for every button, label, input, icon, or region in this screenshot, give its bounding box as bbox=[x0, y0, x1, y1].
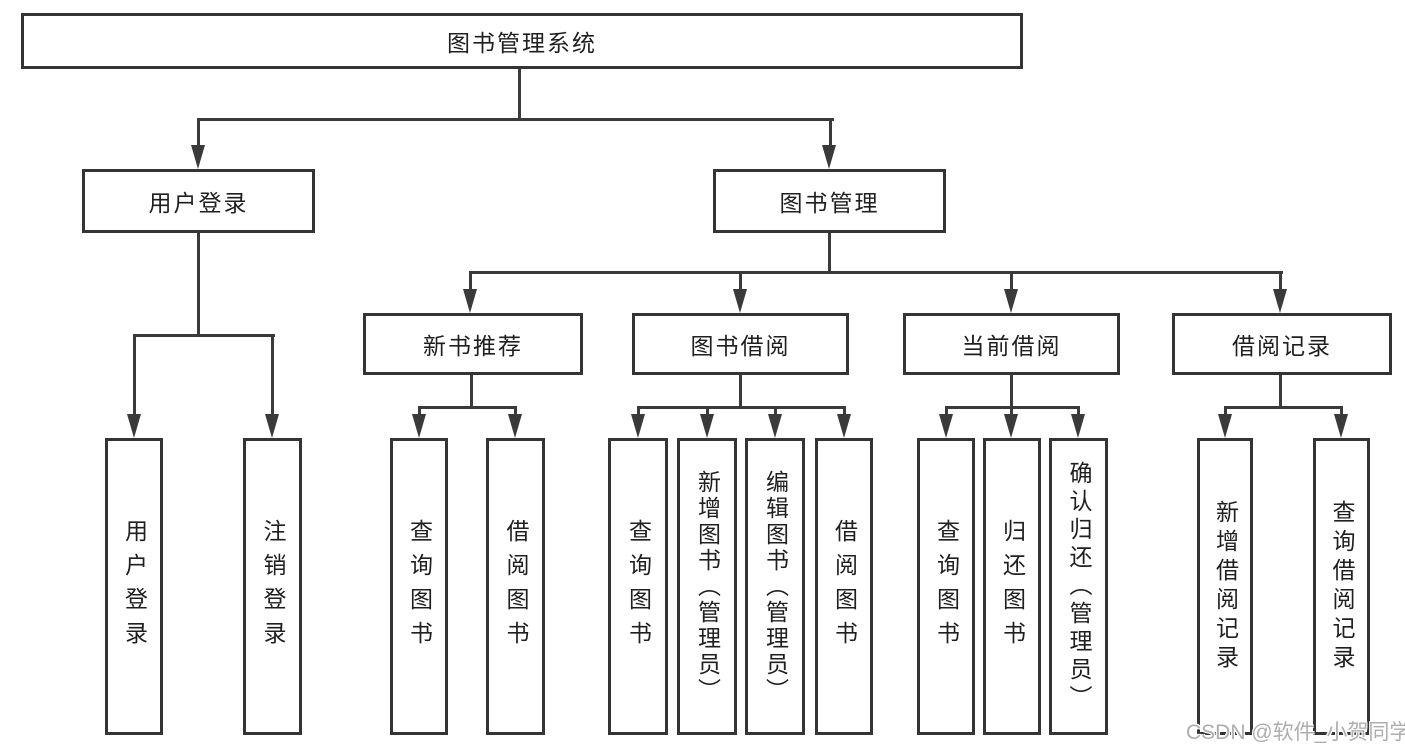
node-current-borrow-label: 当前借阅 bbox=[961, 333, 1062, 359]
leaf-query-book-2-label: 查询图书 bbox=[625, 518, 652, 655]
arrow-down-icon bbox=[700, 414, 714, 438]
leaf-user-login-label: 用户登录 bbox=[121, 518, 148, 655]
leaf-edit-book-admin: 编辑图书（管理员） bbox=[745, 438, 805, 735]
connector-current-vertical bbox=[1010, 374, 1013, 408]
connector-newbook-stub bbox=[514, 408, 517, 417]
node-root-label: 图书管理系统 bbox=[447, 30, 597, 56]
leaf-query-book-1-label: 查询图书 bbox=[406, 518, 433, 655]
arrow-down-icon bbox=[1004, 289, 1018, 313]
node-borrow-records-label: 借阅记录 bbox=[1232, 333, 1332, 359]
leaf-return-book: 归还图书 bbox=[983, 438, 1041, 735]
connector-userlogin-vertical bbox=[197, 233, 200, 336]
arrow-down-icon bbox=[412, 414, 426, 438]
leaf-query-book-3: 查询图书 bbox=[917, 438, 975, 735]
arrow-down-icon bbox=[733, 289, 747, 313]
arrow-down-icon bbox=[265, 414, 279, 438]
connector-bookmgmt-stub bbox=[469, 273, 472, 291]
node-book-borrow: 图书借阅 bbox=[632, 313, 849, 375]
connector-current-stub bbox=[1010, 408, 1013, 417]
connector-bookmgmt-stub bbox=[739, 273, 742, 291]
connector-bookmgmt-stub bbox=[1279, 273, 1282, 291]
arrow-down-icon bbox=[837, 414, 851, 438]
arrow-down-icon bbox=[463, 289, 477, 313]
leaf-query-book-3-label: 查询图书 bbox=[933, 518, 960, 655]
connector-root-left-stub bbox=[197, 120, 200, 148]
leaf-confirm-return-admin: 确认归还（管理员） bbox=[1049, 438, 1108, 735]
leaf-borrow-book-1: 借阅图书 bbox=[486, 438, 545, 735]
connector-userlogin-horizontal bbox=[133, 334, 275, 337]
leaf-logout: 注销登录 bbox=[243, 438, 302, 735]
arrow-down-icon bbox=[508, 414, 522, 438]
connector-current-stub bbox=[945, 408, 948, 417]
arrow-down-icon bbox=[939, 414, 953, 438]
leaf-user-login: 用户登录 bbox=[105, 438, 163, 735]
arrow-down-icon bbox=[127, 414, 141, 438]
leaf-query-borrow-record-label: 查询借阅记录 bbox=[1329, 499, 1355, 674]
node-user-login: 用户登录 bbox=[82, 169, 315, 233]
connector-root-horizontal bbox=[197, 118, 834, 121]
connector-newbook-stub bbox=[418, 408, 421, 417]
connector-current-stub bbox=[1077, 408, 1080, 417]
leaf-add-book-admin: 新增图书（管理员） bbox=[677, 438, 737, 735]
connector-current-horizontal bbox=[945, 406, 1080, 409]
leaf-borrow-book-1-label: 借阅图书 bbox=[503, 518, 529, 655]
leaf-logout-label: 注销登录 bbox=[260, 518, 286, 655]
arrow-down-icon bbox=[1071, 414, 1085, 438]
leaf-query-borrow-record: 查询借阅记录 bbox=[1313, 438, 1370, 735]
node-book-management: 图书管理 bbox=[713, 169, 946, 233]
connector-bookmgmt-horizontal bbox=[469, 271, 1283, 274]
node-current-borrow: 当前借阅 bbox=[903, 313, 1120, 375]
connector-records-vertical bbox=[1279, 375, 1282, 408]
connector-userlogin-stub bbox=[133, 336, 136, 416]
connector-newbook-vertical bbox=[470, 375, 473, 408]
leaf-query-book-1: 查询图书 bbox=[390, 438, 448, 735]
connector-borrow-stub bbox=[843, 408, 846, 417]
leaf-borrow-book-2: 借阅图书 bbox=[815, 438, 873, 735]
node-book-borrow-label: 图书借阅 bbox=[690, 333, 791, 359]
arrow-down-icon bbox=[191, 145, 205, 169]
connector-newbook-horizontal bbox=[418, 406, 517, 409]
csdn-watermark: CSDN @软件_小贺同学 bbox=[1186, 721, 1405, 744]
connector-bookmgmt-vertical bbox=[828, 233, 831, 273]
arrow-down-icon bbox=[1004, 414, 1018, 438]
node-borrow-records: 借阅记录 bbox=[1172, 313, 1392, 375]
leaf-add-borrow-record-label: 新增借阅记录 bbox=[1212, 499, 1239, 674]
leaf-borrow-book-2-label: 借阅图书 bbox=[831, 518, 858, 655]
connector-records-horizontal bbox=[1224, 406, 1343, 409]
leaf-return-book-label: 归还图书 bbox=[999, 518, 1026, 655]
connector-userlogin-stub bbox=[271, 336, 274, 416]
leaf-query-book-2: 查询图书 bbox=[608, 438, 668, 735]
node-new-book-recommend-label: 新书推荐 bbox=[423, 333, 523, 359]
node-user-login-label: 用户登录 bbox=[148, 190, 249, 216]
connector-borrow-stub bbox=[637, 408, 640, 417]
arrow-down-icon bbox=[631, 414, 645, 438]
connector-borrow-horizontal bbox=[637, 406, 846, 409]
connector-records-stub bbox=[1340, 408, 1343, 417]
connector-borrow-stub bbox=[774, 408, 777, 417]
connector-borrow-stub bbox=[706, 408, 709, 417]
leaf-add-borrow-record: 新增借阅记录 bbox=[1197, 438, 1253, 735]
arrow-down-icon bbox=[768, 414, 782, 438]
connector-root-right-stub bbox=[829, 120, 832, 148]
node-new-book-recommend: 新书推荐 bbox=[363, 313, 583, 375]
arrow-down-icon bbox=[1273, 289, 1287, 313]
arrow-down-icon bbox=[1218, 414, 1232, 438]
arrow-down-icon bbox=[822, 145, 836, 169]
connector-bookmgmt-stub bbox=[1010, 273, 1013, 291]
leaf-confirm-return-admin-label: 确认归还（管理员） bbox=[1066, 460, 1092, 713]
connector-root-vertical bbox=[518, 69, 521, 120]
connector-records-stub bbox=[1224, 408, 1227, 417]
leaf-edit-book-admin-label: 编辑图书（管理员） bbox=[762, 469, 789, 704]
arrow-down-icon bbox=[1334, 414, 1348, 438]
node-root: 图书管理系统 bbox=[21, 13, 1023, 69]
node-book-management-label: 图书管理 bbox=[779, 190, 880, 216]
leaf-add-book-admin-label: 新增图书（管理员） bbox=[694, 469, 721, 704]
connector-borrow-vertical bbox=[739, 375, 742, 408]
